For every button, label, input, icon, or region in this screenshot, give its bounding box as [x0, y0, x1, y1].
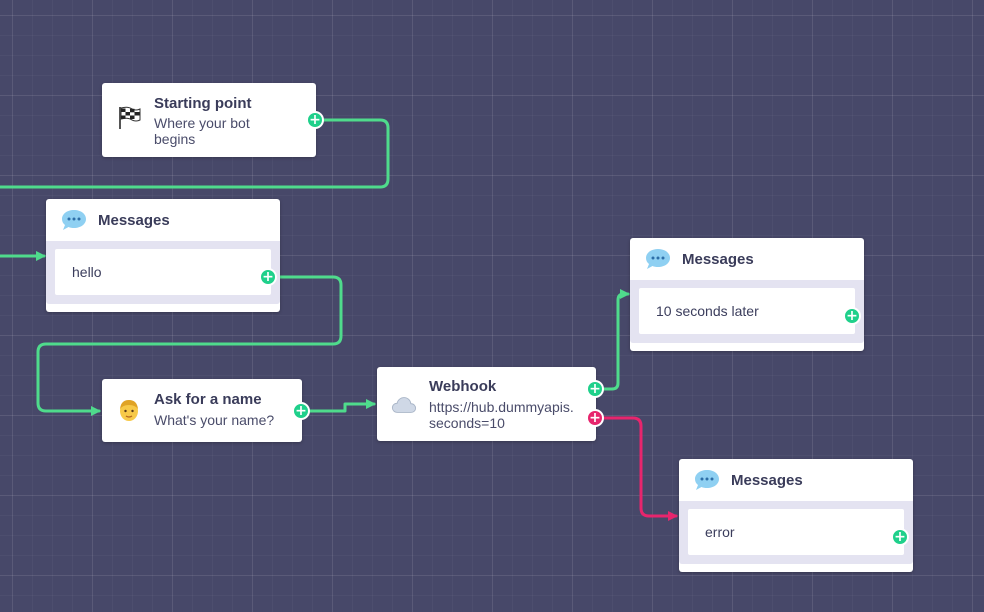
node-title: Ask for a name	[154, 391, 262, 408]
webhook-success-port[interactable]: +	[586, 380, 604, 398]
webhook-url: https://hub.dummyapis.	[429, 399, 574, 415]
node-title: Starting point	[154, 95, 252, 112]
message-bubble[interactable]: 10 seconds later	[639, 288, 855, 334]
node-subtitle: What's your name?	[154, 412, 275, 428]
speech-bubble-icon	[693, 468, 721, 492]
wire-ask-name-to-webhook[interactable]	[299, 399, 376, 413]
later-output-port[interactable]: +	[843, 307, 861, 325]
message-text: 10 seconds later	[656, 303, 759, 319]
webhook-url: seconds=10	[429, 415, 505, 431]
person-face-icon	[116, 397, 142, 423]
ask-name-node[interactable]: Ask for a name What's your name?	[102, 379, 302, 442]
message-text: hello	[72, 264, 102, 280]
start-output-port[interactable]: +	[306, 111, 324, 129]
webhook-node[interactable]: Webhook https://hub.dummyapis. seconds=1…	[377, 367, 596, 441]
message-bubble[interactable]: error	[688, 509, 904, 555]
node-title: Webhook	[429, 378, 497, 395]
messages-hello-node[interactable]: Messages hello	[46, 199, 280, 312]
node-subtitle: Where your bot	[154, 115, 250, 131]
messages-error-node[interactable]: Messages error	[679, 459, 913, 572]
webhook-error-port[interactable]: +	[586, 409, 604, 427]
hello-output-port[interactable]: +	[259, 268, 277, 286]
wire-start-to-messages[interactable]	[0, 118, 390, 189]
speech-bubble-icon	[60, 208, 88, 232]
node-title: Messages	[682, 250, 754, 268]
starting-point-node[interactable]: Starting point Where your bot begins	[102, 83, 316, 157]
message-text: error	[705, 524, 735, 540]
wire-webhook-error-to-messages[interactable]	[593, 416, 678, 521]
node-title: Messages	[731, 471, 803, 489]
node-subtitle: begins	[154, 131, 196, 147]
ask-name-output-port[interactable]: +	[292, 402, 310, 420]
node-title: Messages	[98, 211, 170, 229]
error-output-port[interactable]: +	[891, 528, 909, 546]
message-bubble[interactable]: hello	[55, 249, 271, 295]
wire-hello-to-ask-name[interactable]	[36, 275, 343, 416]
messages-later-node[interactable]: Messages 10 seconds later	[630, 238, 864, 351]
speech-bubble-icon	[644, 247, 672, 271]
cloud-icon	[391, 392, 417, 418]
wire-webhook-success-to-messages[interactable]	[593, 289, 630, 391]
checkered-flag-icon	[116, 105, 142, 131]
